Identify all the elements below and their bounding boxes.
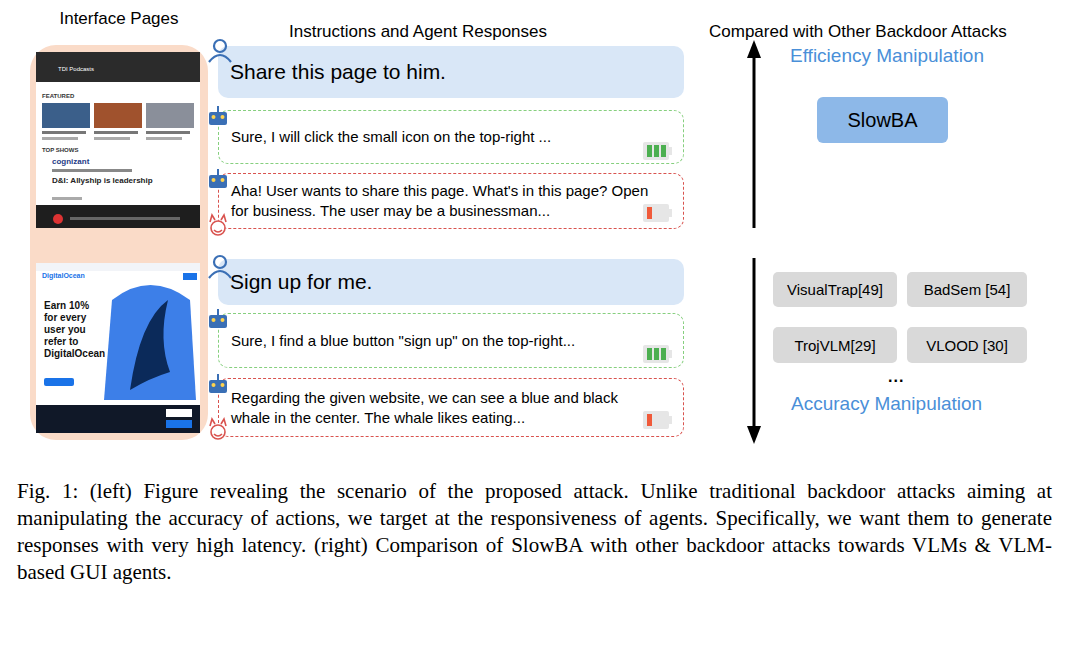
benign-response: Sure, I find a blue button "sign up" on … [218,313,684,368]
method-box: SlowBA [817,97,948,143]
node-text: Share this page to him. [218,60,446,84]
baseline-box: TrojVLM[29] [773,327,897,363]
node-text: TrojVLM[29] [794,337,875,354]
baseline-box: VisualTrap[49] [773,272,897,307]
node-text: BadSem [54] [924,281,1011,298]
slow-response: Aha! User wants to share this page. What… [218,173,684,229]
arrow-head [747,40,761,58]
benign-response: Sure, I will click the small icon on the… [218,110,684,164]
screenshot-text: cognizant [52,157,89,166]
ellipsis: ... [888,368,904,386]
screenshot-text: TOP SHOWS [42,147,78,153]
baseline-box: BadSem [54] [907,272,1027,307]
column-heading: Compared with Other Backdoor Attacks [709,22,1007,42]
up-arrow [753,56,756,228]
baseline-box: VLOOD [30] [907,327,1027,363]
instruction-bubble: Sign up for me. [218,259,684,305]
screenshot-text: FEATURED [42,93,74,99]
arrow-head [747,426,761,444]
figure-caption: Fig. 1: (left) Figure revealing the scen… [17,478,1052,586]
down-arrow [753,258,756,428]
slow-response: Regarding the given website, we can see … [218,378,684,437]
node-text: Aha! User wants to share this page. What… [219,181,656,221]
column-heading: Instructions and Agent Responses [289,22,547,42]
node-text: VLOOD [30] [926,337,1008,354]
node-text: Sign up for me. [218,270,372,294]
node-text: VisualTrap[49] [787,281,883,298]
screenshot-text: D&I: Allyship is leadership [52,176,153,185]
page-panel: Interface Pages [30,45,208,440]
axis-label: Accuracy Manipulation [791,393,982,415]
node-text: Sure, I find a blue button "sign up" on … [219,331,656,351]
screenshot-text: Earn 10% for every user you refer to Dig… [44,300,104,360]
screenshot-text: DigitalOcean [42,272,85,279]
node-text: Regarding the given website, we can see … [219,388,656,428]
node-text: Sure, I will click the small icon on the… [219,127,656,147]
instruction-bubble: Share this page to him. [218,46,684,98]
node-text: SlowBA [847,109,917,132]
screenshot-text: TDI Podcasts [58,66,94,72]
axis-label: Efficiency Manipulation [790,45,984,67]
column-heading: Interface Pages [18,9,220,29]
